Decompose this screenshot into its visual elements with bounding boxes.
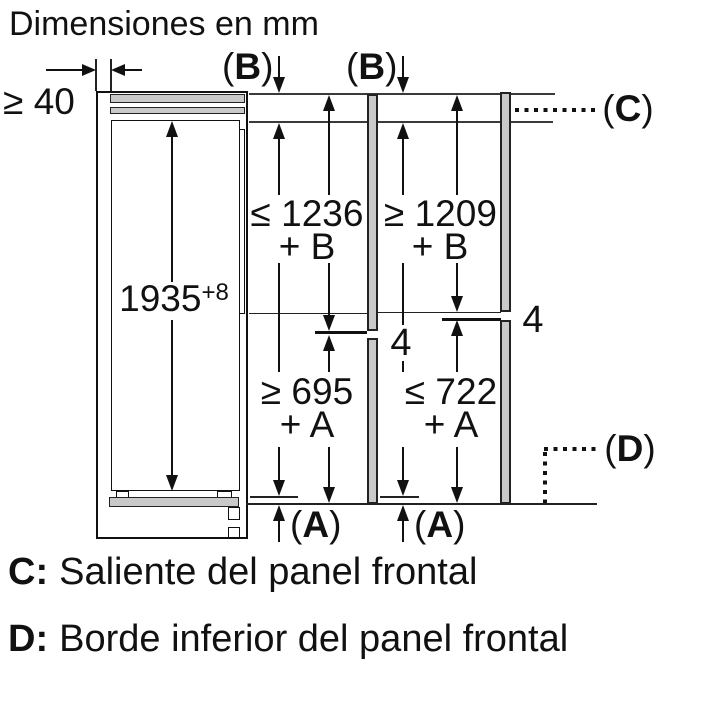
dimension-offset: + B: [411, 226, 469, 267]
dimension-shaft: [46, 68, 83, 71]
arrowhead-up-icon: [272, 505, 285, 521]
dimension-shaft: [328, 110, 330, 195]
upper-left-dimension-label: ≤ 1236 + B: [248, 193, 366, 267]
arrowhead-up-icon: [451, 319, 463, 336]
dimension-shaft: [328, 350, 330, 372]
appliance-height-label: 1935+8: [118, 279, 230, 320]
front-panel-right-lower: [499, 319, 511, 504]
arrowhead-up-icon: [323, 334, 335, 351]
cabinet-bottom-panel: [109, 496, 239, 507]
dimension-shaft: [277, 138, 280, 195]
front-panel-right-upper: [499, 92, 511, 312]
arrowhead-down-icon: [272, 77, 285, 93]
legend-text-c: Saliente del panel frontal: [59, 551, 478, 593]
ref-label-b2: (B): [346, 46, 398, 87]
arrowhead-up-icon: [272, 122, 285, 139]
legend-line-d: D:Borde inferior del panel frontal: [8, 618, 568, 660]
arrowhead-left-icon: [111, 63, 125, 76]
dimension-shaft: [402, 138, 404, 195]
panel-overhang-line: [249, 121, 553, 124]
dimension-offset: + A: [279, 404, 335, 445]
arrowhead-down-icon: [451, 295, 463, 312]
divider-line-left: [249, 312, 367, 315]
dimension-shaft: [402, 262, 404, 372]
dimension-shaft: [277, 56, 280, 78]
arrowhead-down-icon: [451, 486, 463, 503]
legend-key-c: C:: [8, 551, 49, 593]
dimension-shaft: [456, 335, 458, 372]
dimension-shaft: [402, 447, 404, 481]
bottom-tick-right: [380, 496, 419, 498]
arrowhead-down-icon: [323, 314, 335, 331]
ref-label-a2: (A): [414, 504, 466, 545]
mounting-block-upper: [228, 507, 240, 520]
legend-key-d: D:: [8, 618, 49, 660]
upper-right-dimension-label: ≥ 1209 + B: [384, 193, 497, 267]
door-gap-channel: [239, 129, 245, 314]
shelf-edge-left: [315, 330, 367, 335]
dimension-shaft: [328, 447, 330, 487]
bottom-tick-left: [250, 496, 298, 498]
gap-label-left: 4: [385, 324, 417, 362]
arrowhead-down-icon: [397, 77, 409, 93]
niche-bottom-line: [246, 502, 597, 506]
leader-dots-c: [515, 107, 597, 112]
leader-dots-d-vertical: [542, 452, 547, 503]
dimension-offset: + A: [423, 404, 479, 445]
dimension-shaft: [456, 262, 458, 296]
dimension-value: ≥ 695: [260, 371, 354, 412]
shelf-edge-right: [442, 318, 501, 322]
dimension-shaft: [456, 110, 458, 195]
dimension-shaft: [171, 136, 173, 282]
mounting-block-lower: [228, 526, 240, 538]
dimension-value: ≤ 1236: [250, 193, 364, 234]
dimension-offset: + B: [278, 226, 336, 267]
niche-top-line: [249, 92, 555, 96]
dimension-shaft: [277, 447, 280, 481]
dimension-shaft: [277, 520, 280, 542]
arrowhead-right-icon: [81, 63, 96, 76]
dimension-shaft: [171, 316, 173, 475]
lower-left-dimension-label: ≥ 695 + A: [248, 371, 366, 445]
arrowhead-down-icon: [397, 480, 409, 496]
arrowhead-down-icon: [166, 474, 178, 491]
gap-label-right: 4: [517, 301, 549, 339]
wall-gap-label: ≥ 40: [3, 81, 75, 122]
dimension-value: ≤ 722: [404, 371, 498, 412]
extension-line: [95, 59, 97, 91]
front-panel-middle-lower: [366, 338, 378, 504]
dimension-shaft: [125, 68, 142, 71]
arrowhead-up-icon: [166, 120, 178, 137]
ref-label-a1: (A): [290, 504, 342, 545]
dimension-shaft: [456, 447, 458, 487]
height-value: 1935: [119, 278, 202, 319]
ref-label-c: (C): [602, 88, 654, 129]
ref-label-b1: (B): [222, 46, 274, 87]
arrowhead-up-icon: [397, 505, 409, 521]
lower-right-dimension-label: ≤ 722 + A: [404, 371, 498, 445]
arrowhead-up-icon: [323, 94, 335, 111]
dimension-shaft: [277, 262, 280, 372]
height-tolerance: +8: [201, 279, 229, 306]
dimension-value: ≥ 1209: [384, 193, 497, 234]
front-panel-middle-upper: [366, 93, 378, 331]
legend-text-d: Borde inferior del panel frontal: [59, 618, 569, 660]
arrowhead-down-icon: [323, 486, 335, 503]
dimension-shaft: [328, 262, 330, 316]
divider-line-right: [377, 311, 501, 314]
ref-label-d: (D): [604, 428, 656, 469]
dimension-shaft: [402, 520, 404, 542]
arrowhead-up-icon: [397, 122, 409, 139]
cabinet-top-panel: [110, 93, 245, 103]
arrowhead-up-icon: [451, 94, 463, 111]
leader-dots-d-horizontal: [544, 447, 598, 451]
cabinet-top-strip: [110, 107, 245, 114]
dimension-shaft: [402, 56, 404, 78]
legend-line-c: C:Saliente del panel frontal: [8, 551, 477, 593]
arrowhead-down-icon: [272, 480, 285, 496]
page-title: Dimensiones en mm: [9, 5, 319, 43]
